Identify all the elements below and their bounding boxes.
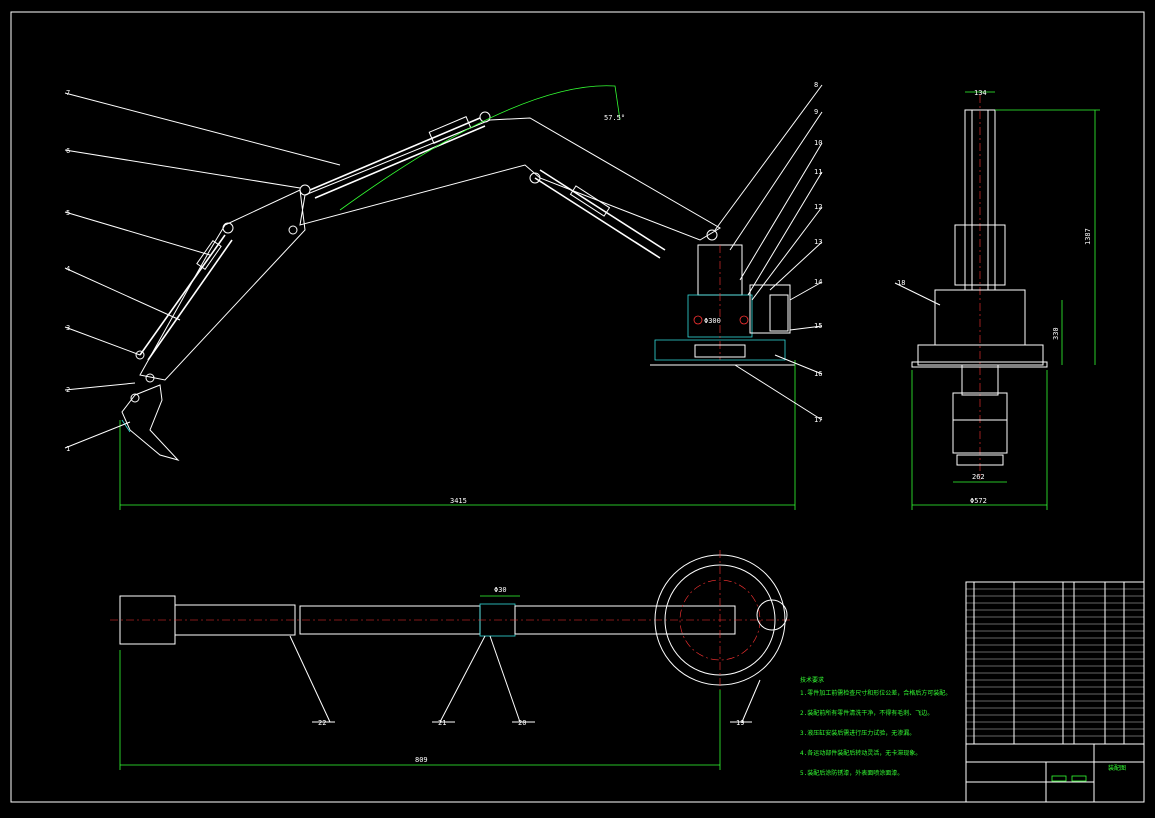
part-label-5: 5 <box>66 209 70 217</box>
front-view: 134 1387 330 262 Φ572 18 <box>894 89 1100 510</box>
bucket <box>121 384 180 461</box>
part-label-11: 11 <box>814 168 822 176</box>
pivot-pin <box>479 111 491 123</box>
tech-requirement-line: 4.各运动部件装配后转动灵活，无卡滞现象。 <box>800 749 921 757</box>
bucket-cylinder <box>139 234 233 361</box>
pivot-pin <box>130 393 140 403</box>
part-label-19: 19 <box>736 719 744 727</box>
top-view-bore-dimension: Φ30 <box>494 586 507 594</box>
title-block: 装配图 <box>965 743 1145 803</box>
boom-body <box>299 117 721 241</box>
part-label-12: 12 <box>814 203 822 211</box>
tech-requirement-line: 1.零件加工前需检查尺寸和形位公差，合格后方可装配。 <box>800 689 951 697</box>
arm-cylinder <box>534 169 666 259</box>
pivot-pin <box>145 373 155 383</box>
top-width-dimension: 134 <box>974 89 987 97</box>
overall-height-dimension: 1387 <box>1084 228 1092 245</box>
part-label-3: 3 <box>66 324 70 332</box>
part-label-15: 15 <box>814 322 822 330</box>
part-label-22: 22 <box>318 719 326 727</box>
bucket-width-dimension: 262 <box>972 473 985 481</box>
pivot-pin <box>529 172 541 184</box>
drawing-name: 装配图 <box>1108 764 1126 772</box>
turret-base <box>650 244 795 366</box>
leaders-right <box>714 84 823 421</box>
top-view-length-dimension: 809 <box>415 756 428 764</box>
part-label-14: 14 <box>814 278 822 286</box>
part-label-8: 8 <box>814 81 818 89</box>
part-label-17: 17 <box>814 416 822 424</box>
pivot-pin <box>706 229 718 241</box>
top-view: 809 Φ30 22 21 20 19 <box>110 550 790 770</box>
part-label-9: 9 <box>814 108 818 116</box>
pivot-pin <box>299 184 311 196</box>
part-label-6: 6 <box>66 147 70 155</box>
part-label-18: 18 <box>897 279 905 287</box>
part-label-4: 4 <box>66 265 70 273</box>
part-label-10: 10 <box>814 139 822 147</box>
angle-arc <box>339 85 621 211</box>
pivot-pin <box>222 222 234 234</box>
leaders-left <box>64 92 341 449</box>
part-label-2: 2 <box>66 386 70 394</box>
part-label-16: 16 <box>814 370 822 378</box>
part-label-7: 7 <box>66 89 70 97</box>
side-view: 57.5° Φ300 3415 7 6 5 4 3 2 1 <box>64 81 823 510</box>
part-label-20: 20 <box>518 719 526 727</box>
boom-angle-dimension: 57.5° <box>604 114 625 122</box>
tech-requirement-line: 3.液压缸安装后需进行压力试验，无渗漏。 <box>800 729 915 737</box>
pivot-pin <box>135 350 145 360</box>
pivot-pin <box>288 225 298 235</box>
part-label-21: 21 <box>438 719 446 727</box>
overall-length-dimension: 3415 <box>450 497 467 505</box>
boom-cylinder <box>309 116 486 199</box>
tech-requirement-line: 5.装配后涂防锈漆，外表面喷涂面漆。 <box>800 769 903 777</box>
technical-requirements: 技术要求 1.零件加工前需检查尺寸和形位公差，合格后方可装配。 2.装配前所有零… <box>800 676 951 777</box>
part-label-13: 13 <box>814 238 822 246</box>
drawing-border <box>10 11 1145 803</box>
base-diameter-dimension: Φ300 <box>704 317 721 325</box>
tech-requirement-line: 2.装配前所有零件清洗干净，不得有毛刺、飞边。 <box>800 709 933 717</box>
base-width-dimension: Φ572 <box>970 497 987 505</box>
part-label-1: 1 <box>66 445 70 453</box>
base-height-dimension: 330 <box>1052 327 1060 340</box>
tech-requirements-title: 技术要求 <box>800 676 824 684</box>
stick-body <box>139 189 306 381</box>
parts-list <box>965 581 1145 745</box>
